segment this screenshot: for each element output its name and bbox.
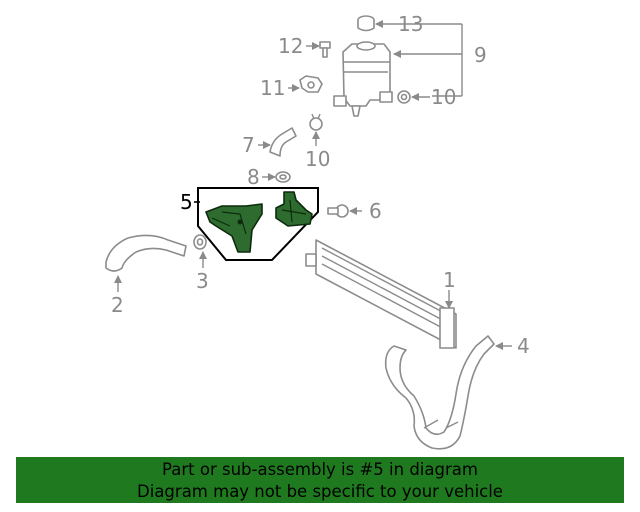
- callout-12[interactable]: 12: [278, 34, 303, 58]
- radiator: [305, 239, 457, 349]
- info-banner: Part or sub-assembly is #5 in diagram Di…: [16, 457, 624, 503]
- part-5-bracket: [205, 203, 263, 253]
- hose-clamp-10: [309, 113, 323, 131]
- callout-4[interactable]: 4: [517, 334, 530, 358]
- bolt-12: [319, 41, 331, 58]
- callout-13[interactable]: 13: [398, 12, 423, 36]
- part-5-mount: [275, 191, 313, 227]
- callout-5[interactable]: 5: [180, 190, 193, 214]
- hose-7: [269, 127, 297, 157]
- callout-8[interactable]: 8: [247, 165, 260, 189]
- hose-clamp-3: [193, 234, 207, 250]
- callout-10-lower[interactable]: 10: [305, 147, 330, 171]
- callout-11[interactable]: 11: [260, 76, 285, 100]
- callout-7[interactable]: 7: [242, 133, 255, 157]
- callout-6[interactable]: 6: [369, 199, 382, 223]
- leader-lines: [114, 20, 512, 350]
- part-5-highlight[interactable]: [197, 187, 319, 261]
- callout-1[interactable]: 1: [443, 268, 456, 292]
- bolt-10-upper: [397, 90, 411, 104]
- banner-line-1: Part or sub-assembly is #5 in diagram: [162, 460, 478, 479]
- reservoir-cap: [357, 15, 375, 32]
- bolt-6: [327, 204, 349, 218]
- callout-10-upper[interactable]: 10: [431, 85, 456, 109]
- banner-line-2: Diagram may not be specific to your vehi…: [137, 482, 503, 501]
- callout-9[interactable]: 9: [474, 43, 487, 67]
- coolant-reservoir: [333, 41, 393, 117]
- hose-4: [384, 335, 495, 450]
- hose-clamp-8: [275, 171, 291, 183]
- callout-2[interactable]: 2: [111, 293, 124, 317]
- hose-2: [105, 234, 187, 272]
- bracket-11: [299, 75, 323, 93]
- callout-3[interactable]: 3: [196, 269, 209, 293]
